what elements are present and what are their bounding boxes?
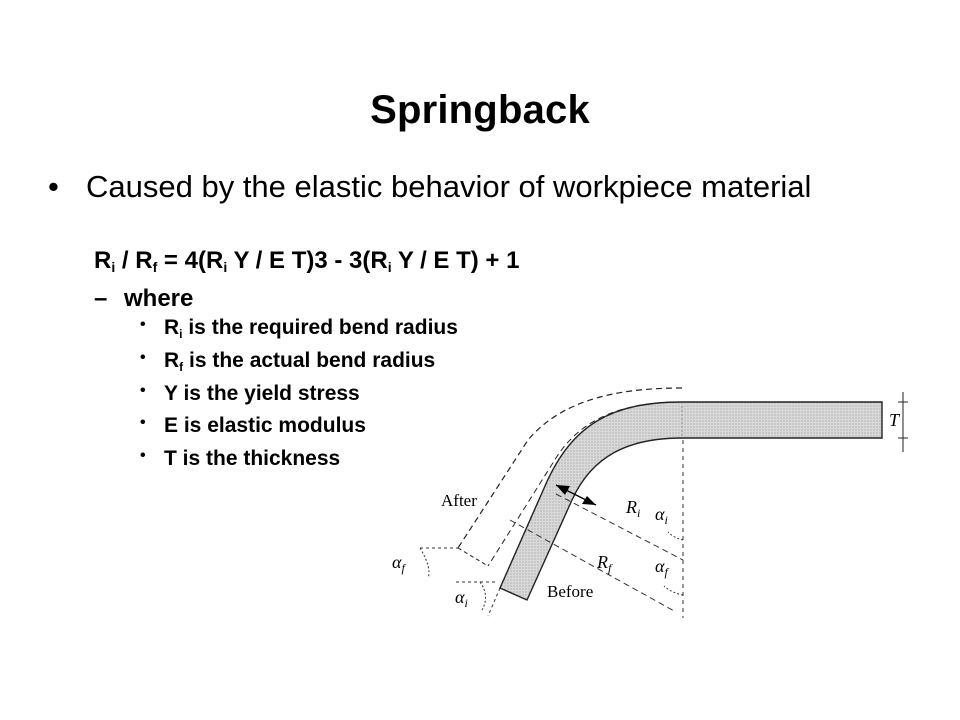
item-symbol: E	[164, 414, 179, 437]
radial-line-before	[555, 493, 684, 561]
where-label: where	[124, 285, 194, 312]
formula-part2: = 4(	[157, 247, 206, 274]
alpha-f-arc	[663, 585, 684, 596]
item-text: is the thickness	[176, 447, 341, 470]
t-label: T	[889, 410, 901, 430]
formula-R4: R	[370, 247, 388, 274]
item-symbol: R	[164, 349, 180, 372]
formula-sub-i2: i	[223, 259, 228, 275]
alpha-f-ref-arc	[419, 547, 430, 579]
formula-R1: R	[94, 247, 112, 274]
main-bullet-text: Caused by the elastic behavior of workpi…	[86, 169, 812, 204]
bullet-dot-icon: •	[140, 447, 146, 464]
before-label: Before	[547, 582, 593, 601]
item-subscript: f	[179, 360, 184, 374]
ri-label: Ri	[625, 497, 640, 520]
item-symbol: Y	[164, 382, 178, 405]
before-end-extension	[487, 587, 501, 617]
bullet-dot-icon: •	[48, 169, 59, 204]
formula-part4: Y / E T) + 1	[391, 247, 520, 274]
formula-R2: R	[135, 247, 153, 274]
bullet-dot-icon: •	[140, 316, 146, 333]
alpha-i-label-left: αi	[455, 587, 468, 610]
item-symbol: T	[164, 447, 177, 470]
formula-R3: R	[205, 247, 224, 274]
after-end-line	[457, 547, 489, 567]
bullet-dot-icon: •	[140, 349, 146, 366]
formula-part3: Y / E T)3 - 3(	[227, 247, 371, 274]
bullet-dot-icon: •	[140, 382, 146, 399]
formula-sub-i1: i	[111, 259, 116, 275]
where-dash: –	[94, 285, 108, 312]
item-symbol: R	[164, 316, 180, 339]
formula-sub-i3: i	[387, 259, 392, 275]
rf-label: Rf	[596, 552, 613, 575]
after-outline-inner	[487, 401, 683, 567]
formula-sub-f: f	[152, 259, 158, 275]
bullet-dot-icon: •	[140, 414, 146, 431]
item-text: is elastic modulus	[178, 414, 366, 437]
alpha-f-label-right: αf	[655, 556, 669, 579]
ri-arrow-head2-icon	[582, 496, 596, 505]
alpha-i-arc	[667, 531, 684, 541]
slide-title: Springback	[370, 88, 590, 132]
alpha-f-label-left: αf	[392, 552, 406, 575]
alpha-i-label-right: αi	[655, 504, 668, 527]
ri-arrow-head-icon	[556, 485, 570, 495]
radial-line-after	[509, 519, 677, 613]
formula-part1: /	[115, 247, 136, 274]
item-text: is the yield stress	[177, 382, 360, 405]
item-text: is the required bend radius	[182, 316, 458, 339]
item-text: is the actual bend radius	[183, 349, 436, 372]
item-subscript: i	[179, 327, 183, 341]
after-label: After	[441, 491, 477, 510]
springback-formula: Ri / Rf = 4(Ri Y / E T)3 - 3(Ri Y / E T)…	[94, 247, 519, 275]
